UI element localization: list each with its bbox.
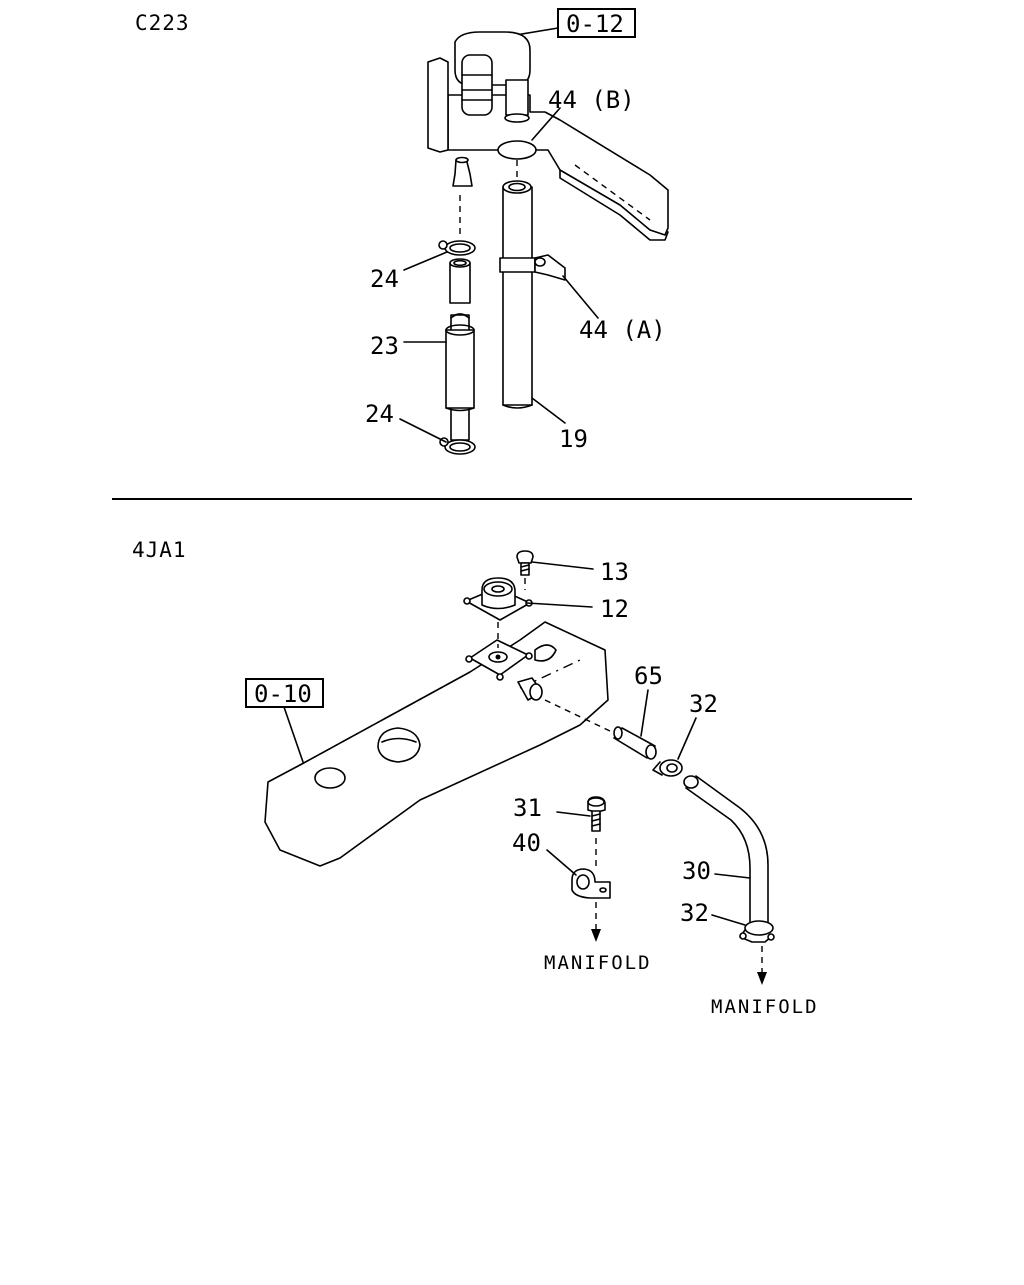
- section-code-bottom: 4JA1: [132, 538, 187, 562]
- label-19: 19: [559, 425, 588, 453]
- label-30: 30: [682, 857, 711, 885]
- screw-13[interactable]: [516, 550, 534, 576]
- label-32-lower: 32: [680, 899, 709, 927]
- outlet-boss: [517, 677, 543, 701]
- label-23: 23: [370, 332, 399, 360]
- hose-30[interactable]: [683, 775, 769, 926]
- label-65: 65: [634, 662, 663, 690]
- leader-13: [531, 561, 594, 570]
- clamp-24-upper[interactable]: [438, 240, 476, 256]
- clamp-32-lower[interactable]: [739, 920, 775, 943]
- leader-65: [640, 689, 649, 737]
- label-12: 12: [600, 595, 629, 623]
- bracket-40[interactable]: [571, 868, 611, 899]
- centerline-connector-65: [544, 699, 613, 733]
- leader-32-upper: [677, 717, 697, 760]
- bolt-31[interactable]: [587, 796, 606, 832]
- arrow-to-manifold-right: [757, 946, 767, 985]
- leader-19: [531, 397, 566, 424]
- ref-box-bottom[interactable]: 0-10: [245, 678, 324, 708]
- label-44b: 44 (B): [548, 86, 635, 114]
- engine-head-top: [427, 31, 669, 241]
- ref-box-bottom-label: 0-10: [254, 680, 312, 708]
- label-24-lower: 24: [365, 400, 394, 428]
- leader-44a: [562, 275, 599, 319]
- breather-base[interactable]: [465, 639, 533, 681]
- leader-24-lower: [399, 418, 447, 443]
- nipple-connector-top[interactable]: [452, 156, 473, 187]
- breather-cap-12[interactable]: [463, 577, 533, 621]
- section-code-top: C223: [135, 11, 190, 35]
- label-40: 40: [512, 829, 541, 857]
- label-31: 31: [513, 794, 542, 822]
- clip-band-44a[interactable]: [499, 254, 566, 281]
- ref-box-top[interactable]: 0-12: [557, 8, 636, 38]
- gasket-44b[interactable]: [497, 140, 537, 160]
- clamp-24-lower[interactable]: [439, 437, 476, 455]
- leader-31: [556, 811, 591, 817]
- leader-12: [526, 602, 593, 608]
- label-44a: 44 (A): [579, 316, 666, 344]
- manifold-label-left: MANIFOLD: [544, 952, 652, 974]
- cylinder-head-cover: [264, 621, 609, 867]
- pipe-23[interactable]: [445, 313, 475, 441]
- manifold-label-right: MANIFOLD: [711, 996, 819, 1018]
- arrow-to-manifold-left: [591, 902, 601, 942]
- leader-30: [714, 873, 751, 879]
- clamp-32-upper[interactable]: [652, 759, 683, 777]
- label-32-upper: 32: [689, 690, 718, 718]
- ref-box-bottom-leader: [283, 706, 304, 763]
- label-24-upper: 24: [370, 265, 399, 293]
- leader-44b: [531, 107, 561, 141]
- leader-24-upper: [403, 251, 448, 271]
- leader-40: [546, 849, 577, 876]
- hose-piece-top[interactable]: [449, 258, 471, 304]
- connector-65[interactable]: [613, 726, 657, 760]
- ref-box-top-label: 0-12: [566, 10, 624, 38]
- label-13: 13: [600, 558, 629, 586]
- tube-19[interactable]: [502, 180, 533, 409]
- leader-32-lower: [711, 914, 746, 926]
